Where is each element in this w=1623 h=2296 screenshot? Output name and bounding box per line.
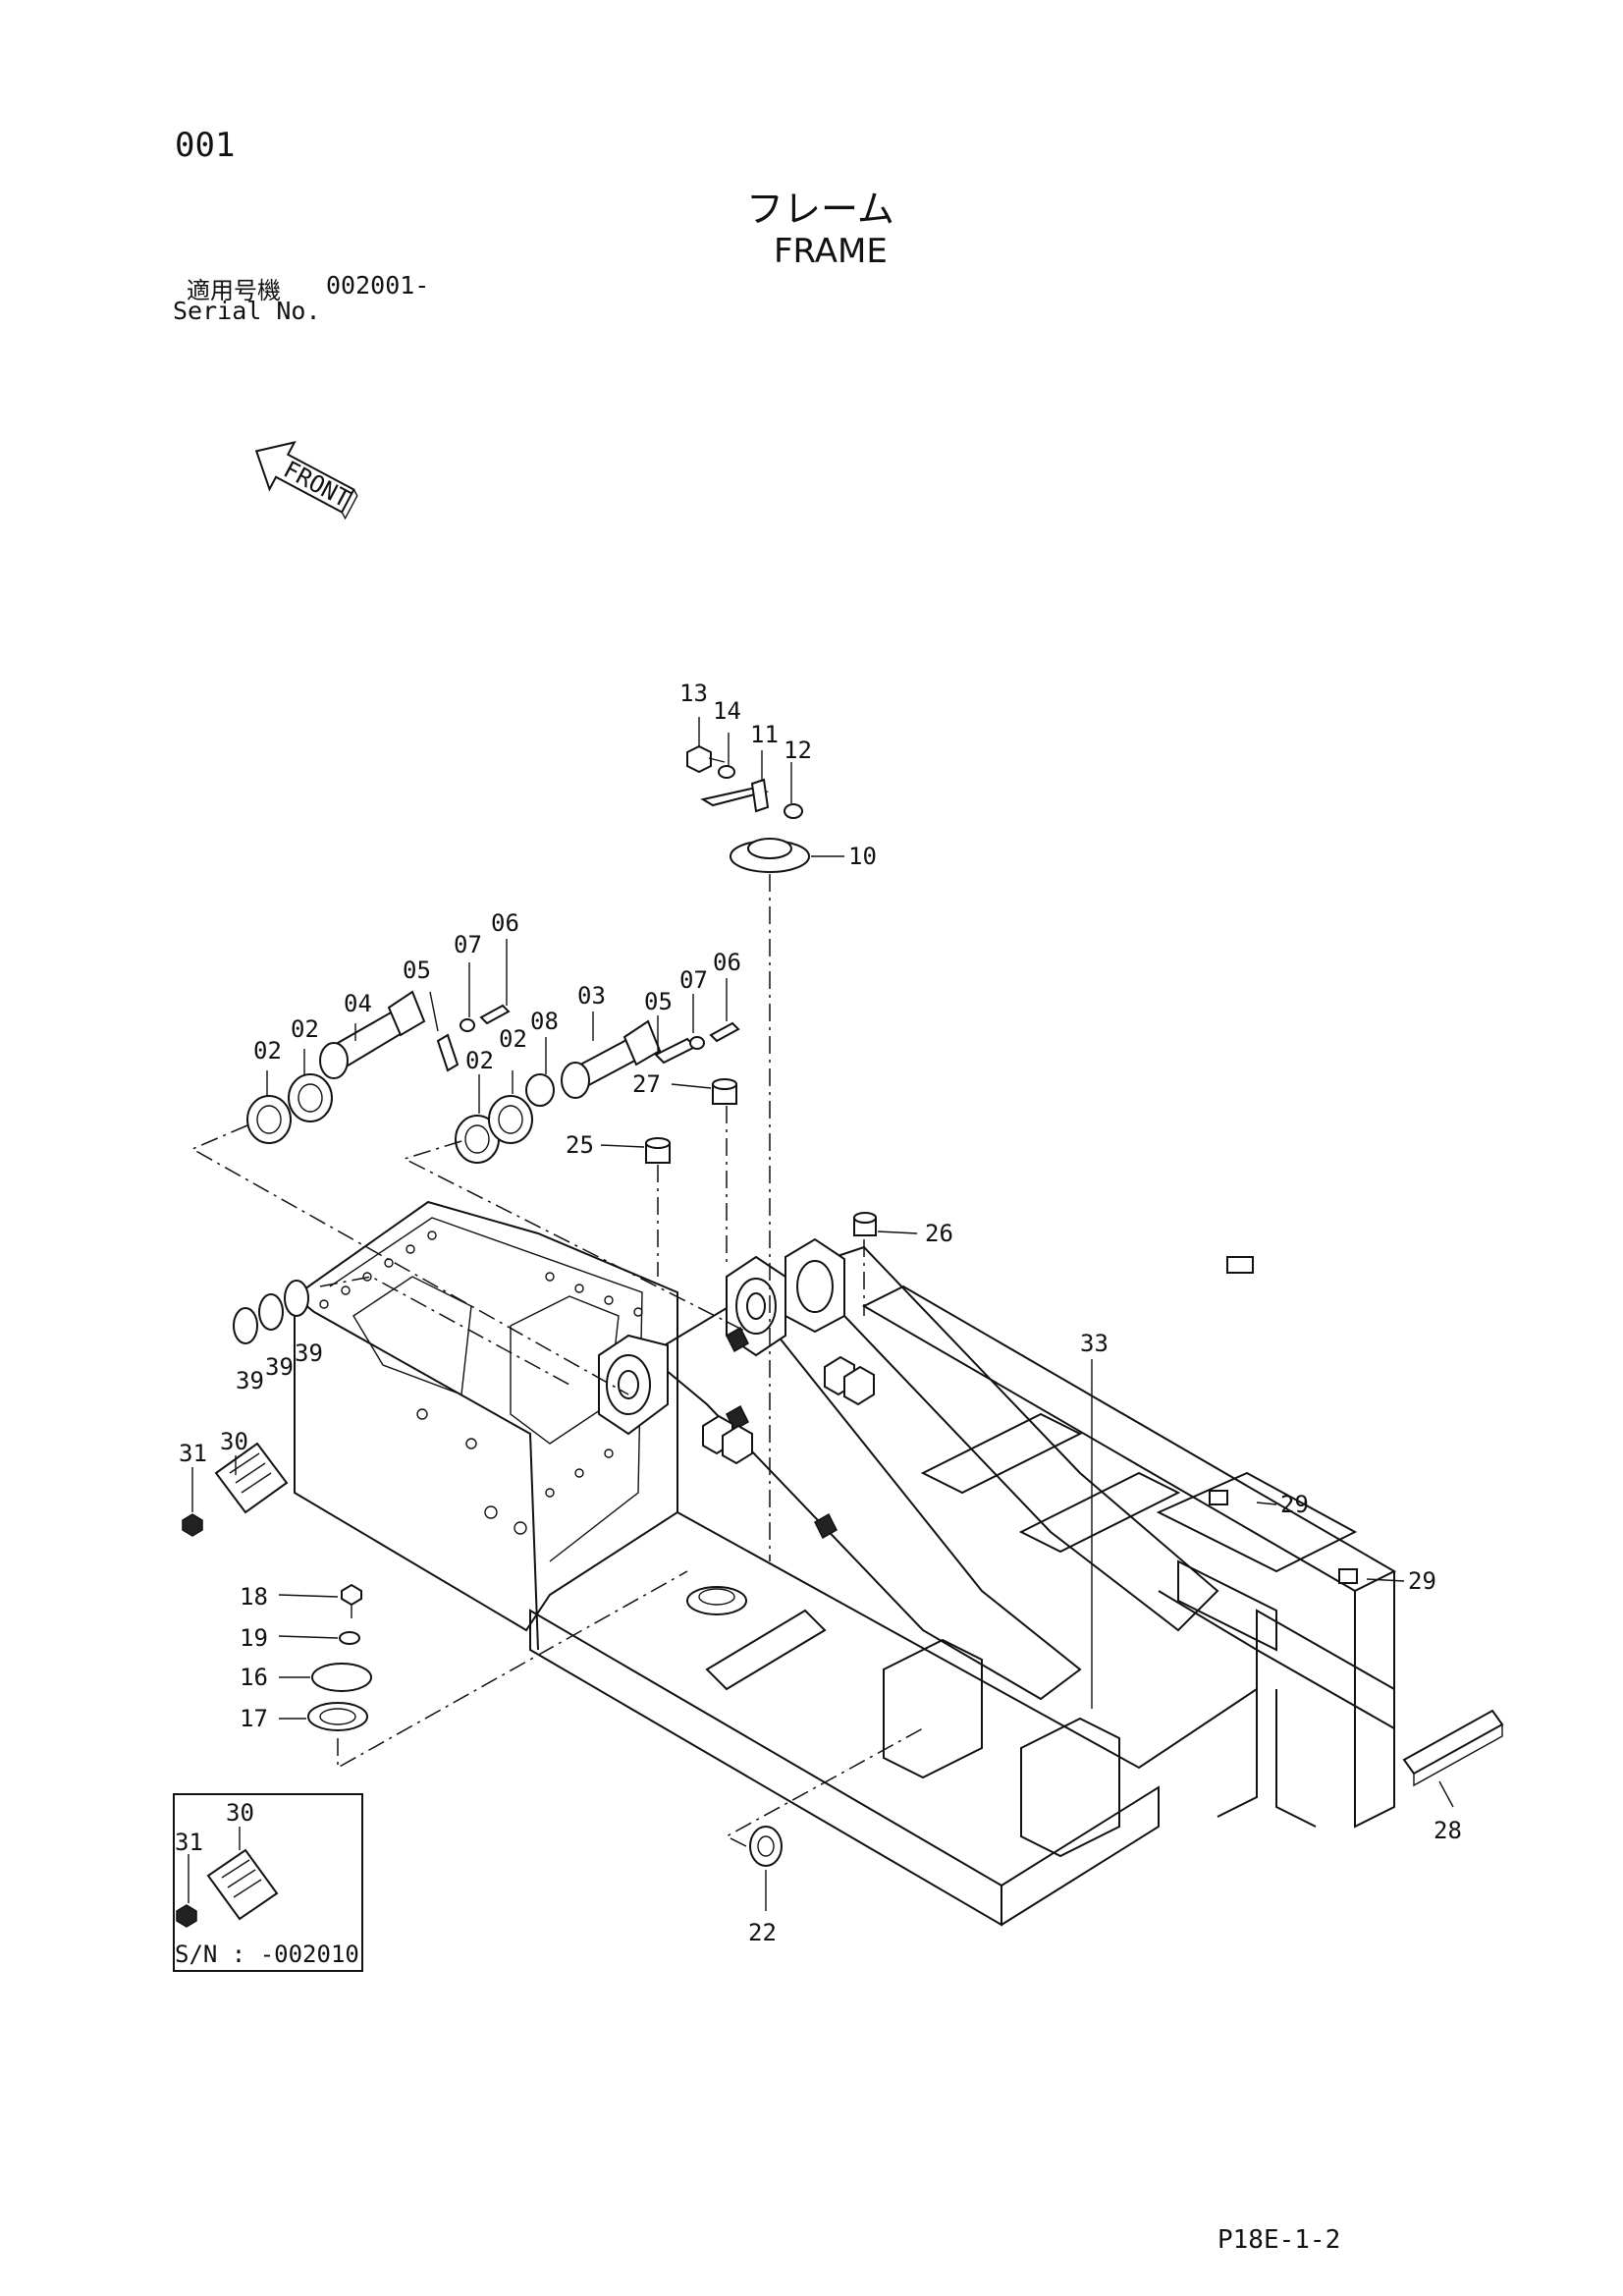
callout-30: 30: [220, 1428, 248, 1455]
callout-31: 31: [179, 1440, 207, 1467]
serial-label: Serial No.: [173, 297, 321, 325]
serial-value: 002001-: [326, 271, 430, 300]
front-arrow-icon: FRONT: [254, 441, 358, 520]
callout-22: 22: [748, 1919, 777, 1946]
callout-labels: 13 14 11 12 10 06 07 05 04 02 02 03 05 0…: [179, 680, 1462, 1946]
callout-05-right: 05: [644, 988, 673, 1015]
callout-29-b: 29: [1408, 1567, 1436, 1595]
callout-25: 25: [566, 1131, 594, 1159]
callout-17: 17: [240, 1705, 268, 1732]
callout-14: 14: [713, 697, 741, 725]
callout-06-right: 06: [713, 949, 741, 976]
callout-19: 19: [240, 1624, 268, 1652]
callout-02-d: 02: [499, 1025, 527, 1053]
callout-29-a: 29: [1280, 1491, 1309, 1518]
callout-12: 12: [784, 737, 812, 764]
callout-02-c: 02: [465, 1047, 494, 1074]
leader-lines: [190, 717, 1454, 1911]
callout-28: 28: [1434, 1817, 1462, 1844]
inset-callout-31: 31: [175, 1829, 203, 1856]
callout-18: 18: [240, 1583, 268, 1611]
callout-08: 08: [530, 1008, 559, 1035]
callout-27: 27: [632, 1070, 661, 1098]
callout-10: 10: [848, 843, 877, 870]
callout-39-c: 39: [295, 1339, 323, 1367]
callout-02-b: 02: [253, 1037, 282, 1065]
inset-serial-note: S/N : -002010: [175, 1941, 359, 1968]
document-code: P18E-1-2: [1217, 2225, 1341, 2255]
page-number: 001: [175, 126, 236, 165]
inset-callout-30: 30: [226, 1799, 254, 1827]
page-title: FRAME: [774, 232, 888, 271]
inset-box: [173, 1793, 363, 1972]
callout-03: 03: [577, 982, 606, 1010]
front-label: FRONT: [279, 456, 354, 514]
callout-16: 16: [240, 1664, 268, 1691]
callout-05-left: 05: [403, 957, 431, 984]
serial-label-jp: 適用号機: [187, 277, 281, 304]
page-title-jp: フレーム: [746, 188, 894, 231]
inset-variant-parts: 30 31: [175, 1799, 279, 1928]
callout-02-a: 02: [291, 1015, 319, 1043]
callout-26: 26: [925, 1220, 953, 1247]
callout-07-right: 07: [679, 966, 708, 994]
callout-07-left: 07: [454, 931, 482, 958]
callout-39-b: 39: [265, 1353, 294, 1381]
loose-parts: [182, 744, 1504, 1867]
callout-39-a: 39: [236, 1367, 264, 1394]
callout-11: 11: [750, 721, 779, 748]
callout-04: 04: [344, 990, 372, 1017]
callout-13: 13: [679, 680, 708, 707]
callout-33: 33: [1080, 1330, 1109, 1357]
frame-body: [294, 1200, 1397, 1927]
callout-06-left: 06: [491, 909, 519, 937]
